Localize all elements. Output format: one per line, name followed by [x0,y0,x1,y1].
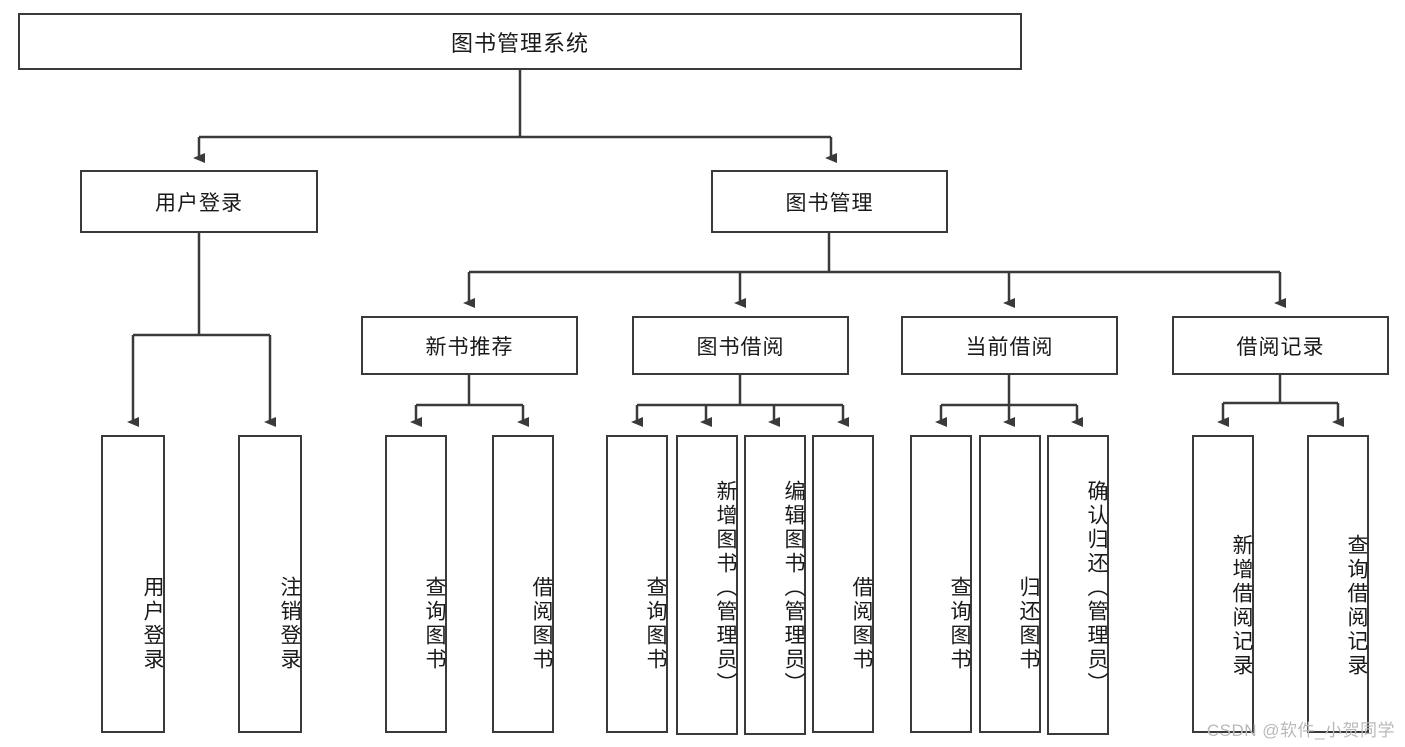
leaf-add-borrow-record[interactable]: 新增借阅记录 [1192,435,1254,733]
leaf-query-book-borrow[interactable]: 查询图书 [606,435,668,733]
node-label: 新增借阅记录 [1230,534,1253,678]
node-borrow-record[interactable]: 借阅记录 [1172,316,1389,375]
node-label: 借阅记录 [1236,335,1325,359]
csdn-watermark: CSDN @软件_小贺同学 [1206,721,1395,740]
node-label: 查询借阅记录 [1345,534,1368,678]
node-label: 查询图书 [948,576,971,672]
node-user-login[interactable]: 用户登录 [80,170,318,233]
leaf-confirm-return-admin[interactable]: 确认归还（管理员） [1047,435,1109,735]
leaf-query-book-current[interactable]: 查询图书 [910,435,972,733]
node-current-borrow[interactable]: 当前借阅 [901,316,1118,375]
node-label: 图书管理系统 [450,30,589,56]
node-label: 确认归还（管理员） [1085,480,1108,696]
node-book-borrow[interactable]: 图书借阅 [632,316,849,375]
leaf-add-book-admin[interactable]: 新增图书（管理员） [676,435,738,735]
node-label: 借阅图书 [850,576,873,672]
node-label: 查询图书 [644,576,667,672]
node-label: 注销登录 [278,576,301,672]
node-label: 新书推荐 [425,335,514,359]
leaf-user-login[interactable]: 用户登录 [101,435,165,733]
leaf-query-book-recommend[interactable]: 查询图书 [385,435,447,733]
leaf-borrow-book-borrow[interactable]: 借阅图书 [812,435,874,733]
node-label: 用户登录 [141,576,164,672]
node-label: 当前借阅 [965,335,1054,359]
node-root-system[interactable]: 图书管理系统 [18,13,1022,70]
node-label: 用户登录 [155,191,243,215]
leaf-return-book[interactable]: 归还图书 [979,435,1041,733]
leaf-logout-login[interactable]: 注销登录 [238,435,302,733]
node-label: 编辑图书（管理员） [782,480,805,696]
node-label: 归还图书 [1017,576,1040,672]
leaf-edit-book-admin[interactable]: 编辑图书（管理员） [744,435,806,735]
node-label: 借阅图书 [530,576,553,672]
node-book-management[interactable]: 图书管理 [711,170,948,233]
leaf-query-borrow-record[interactable]: 查询借阅记录 [1307,435,1369,733]
leaf-borrow-book-recommend[interactable]: 借阅图书 [492,435,554,733]
node-label: 图书借阅 [696,335,785,359]
node-label: 新增图书（管理员） [714,480,737,696]
node-new-book-recommend[interactable]: 新书推荐 [361,316,578,375]
node-label: 查询图书 [423,576,446,672]
node-label: 图书管理 [785,191,874,215]
